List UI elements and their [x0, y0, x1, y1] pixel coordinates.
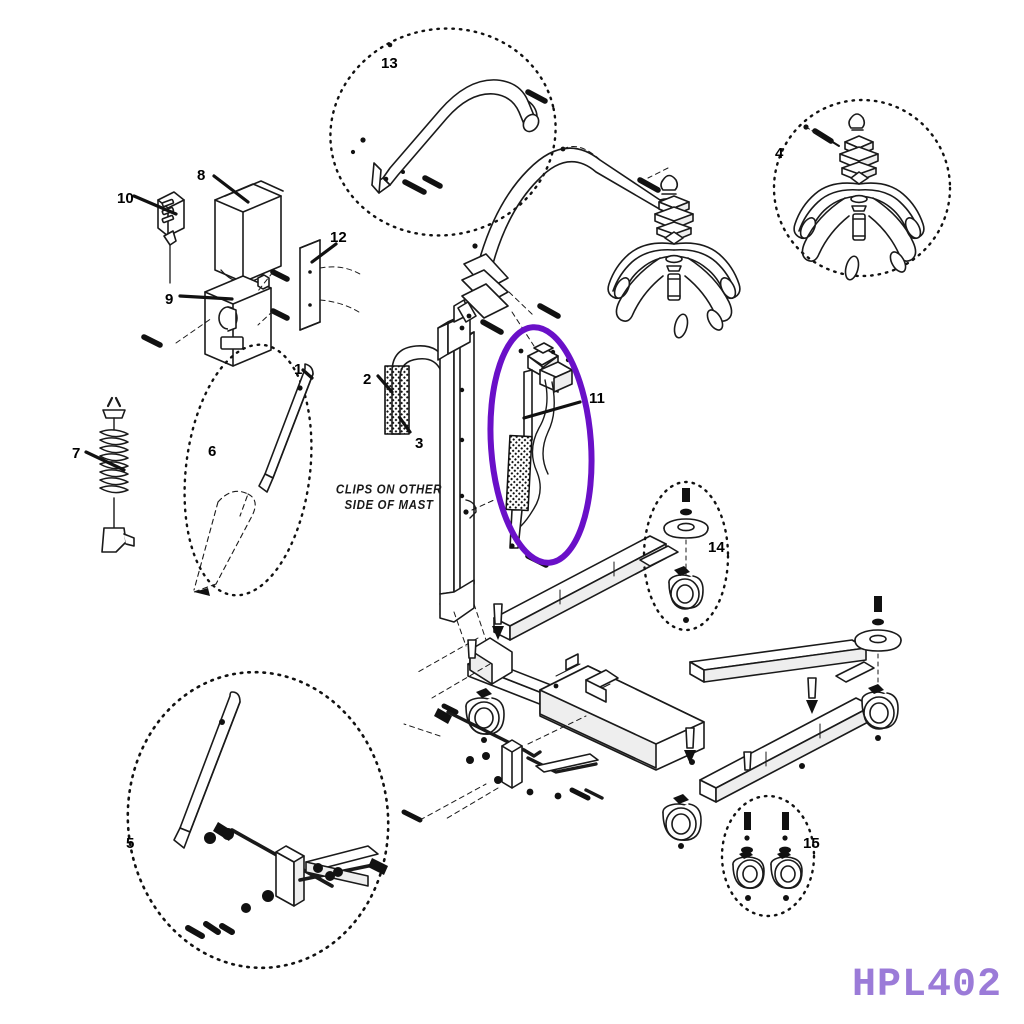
base-hardware: [467, 603, 818, 771]
callout-label-4: 4: [775, 145, 784, 162]
callout-label-7: 7: [72, 445, 81, 462]
part-grip-sleeve: [384, 365, 410, 435]
part-base-linkage-detail: [173, 691, 388, 939]
leader-1: [301, 368, 314, 380]
part-power-cord: [99, 396, 135, 553]
callout-label-3: 3: [415, 435, 424, 452]
part-caster-assembly-14: [639, 488, 709, 623]
model-watermark: HPL402: [851, 963, 1002, 1008]
detail-ellipse-15: [720, 794, 816, 918]
leader-9: [178, 294, 234, 301]
callout-leaders: [84, 174, 582, 472]
callout-label-12: 12: [330, 229, 347, 246]
detail-ellipse-4: [772, 98, 952, 278]
callout-label-15: 15: [803, 835, 820, 852]
assembly-base-frame: [417, 535, 873, 803]
part-battery-pack: [214, 180, 284, 283]
callout-notch-marks: [463, 499, 495, 515]
detail-ellipse-13: [329, 27, 557, 237]
assembly-main-boom: [453, 146, 680, 347]
assembly-spreader-bar-main: [607, 174, 741, 339]
leader-2: [376, 374, 394, 394]
part-mounting-plate: [141, 239, 363, 348]
callout-label-11: 11: [589, 390, 605, 407]
caster-front-left: [465, 688, 505, 743]
highlight-ellipse-part-11: [487, 324, 595, 566]
part-linear-actuator: [505, 342, 573, 568]
base-spreader-linkage: [401, 703, 604, 823]
caster-assembly-right: [835, 596, 902, 741]
callout-label-5: 5: [126, 835, 135, 852]
callout-label-6: 6: [208, 443, 217, 460]
leader-3: [398, 416, 412, 434]
leader-11: [522, 400, 582, 420]
callout-label-13: 13: [381, 55, 398, 72]
caster-front-right: [662, 794, 702, 849]
leader-10: [132, 194, 178, 216]
mast-clip-note: CLIPS ON OTHER SIDE OF MAST: [335, 483, 443, 513]
callout-label-1: 1: [294, 361, 303, 378]
leader-8: [212, 174, 250, 204]
part-spreader-cradle-detail: [793, 113, 925, 281]
callout-label-2: 2: [363, 371, 372, 388]
part-boom-arm: [350, 42, 548, 195]
detail-ellipse-5: [126, 670, 390, 970]
detail-ellipse-6: [183, 343, 313, 597]
callout-label-10: 10: [117, 190, 134, 207]
callout-label-14: 14: [708, 539, 725, 556]
callout-label-8: 8: [197, 167, 206, 184]
detail-ellipse-14: [642, 480, 730, 632]
assembly-mast-column: [391, 311, 477, 623]
part-hand-control-pendant: [157, 191, 185, 284]
part-push-handle-rod: [193, 363, 314, 596]
callout-label-9: 9: [165, 291, 174, 308]
leader-7: [84, 450, 126, 472]
part-locking-caster-pair: [732, 812, 803, 901]
leader-12: [310, 242, 338, 264]
